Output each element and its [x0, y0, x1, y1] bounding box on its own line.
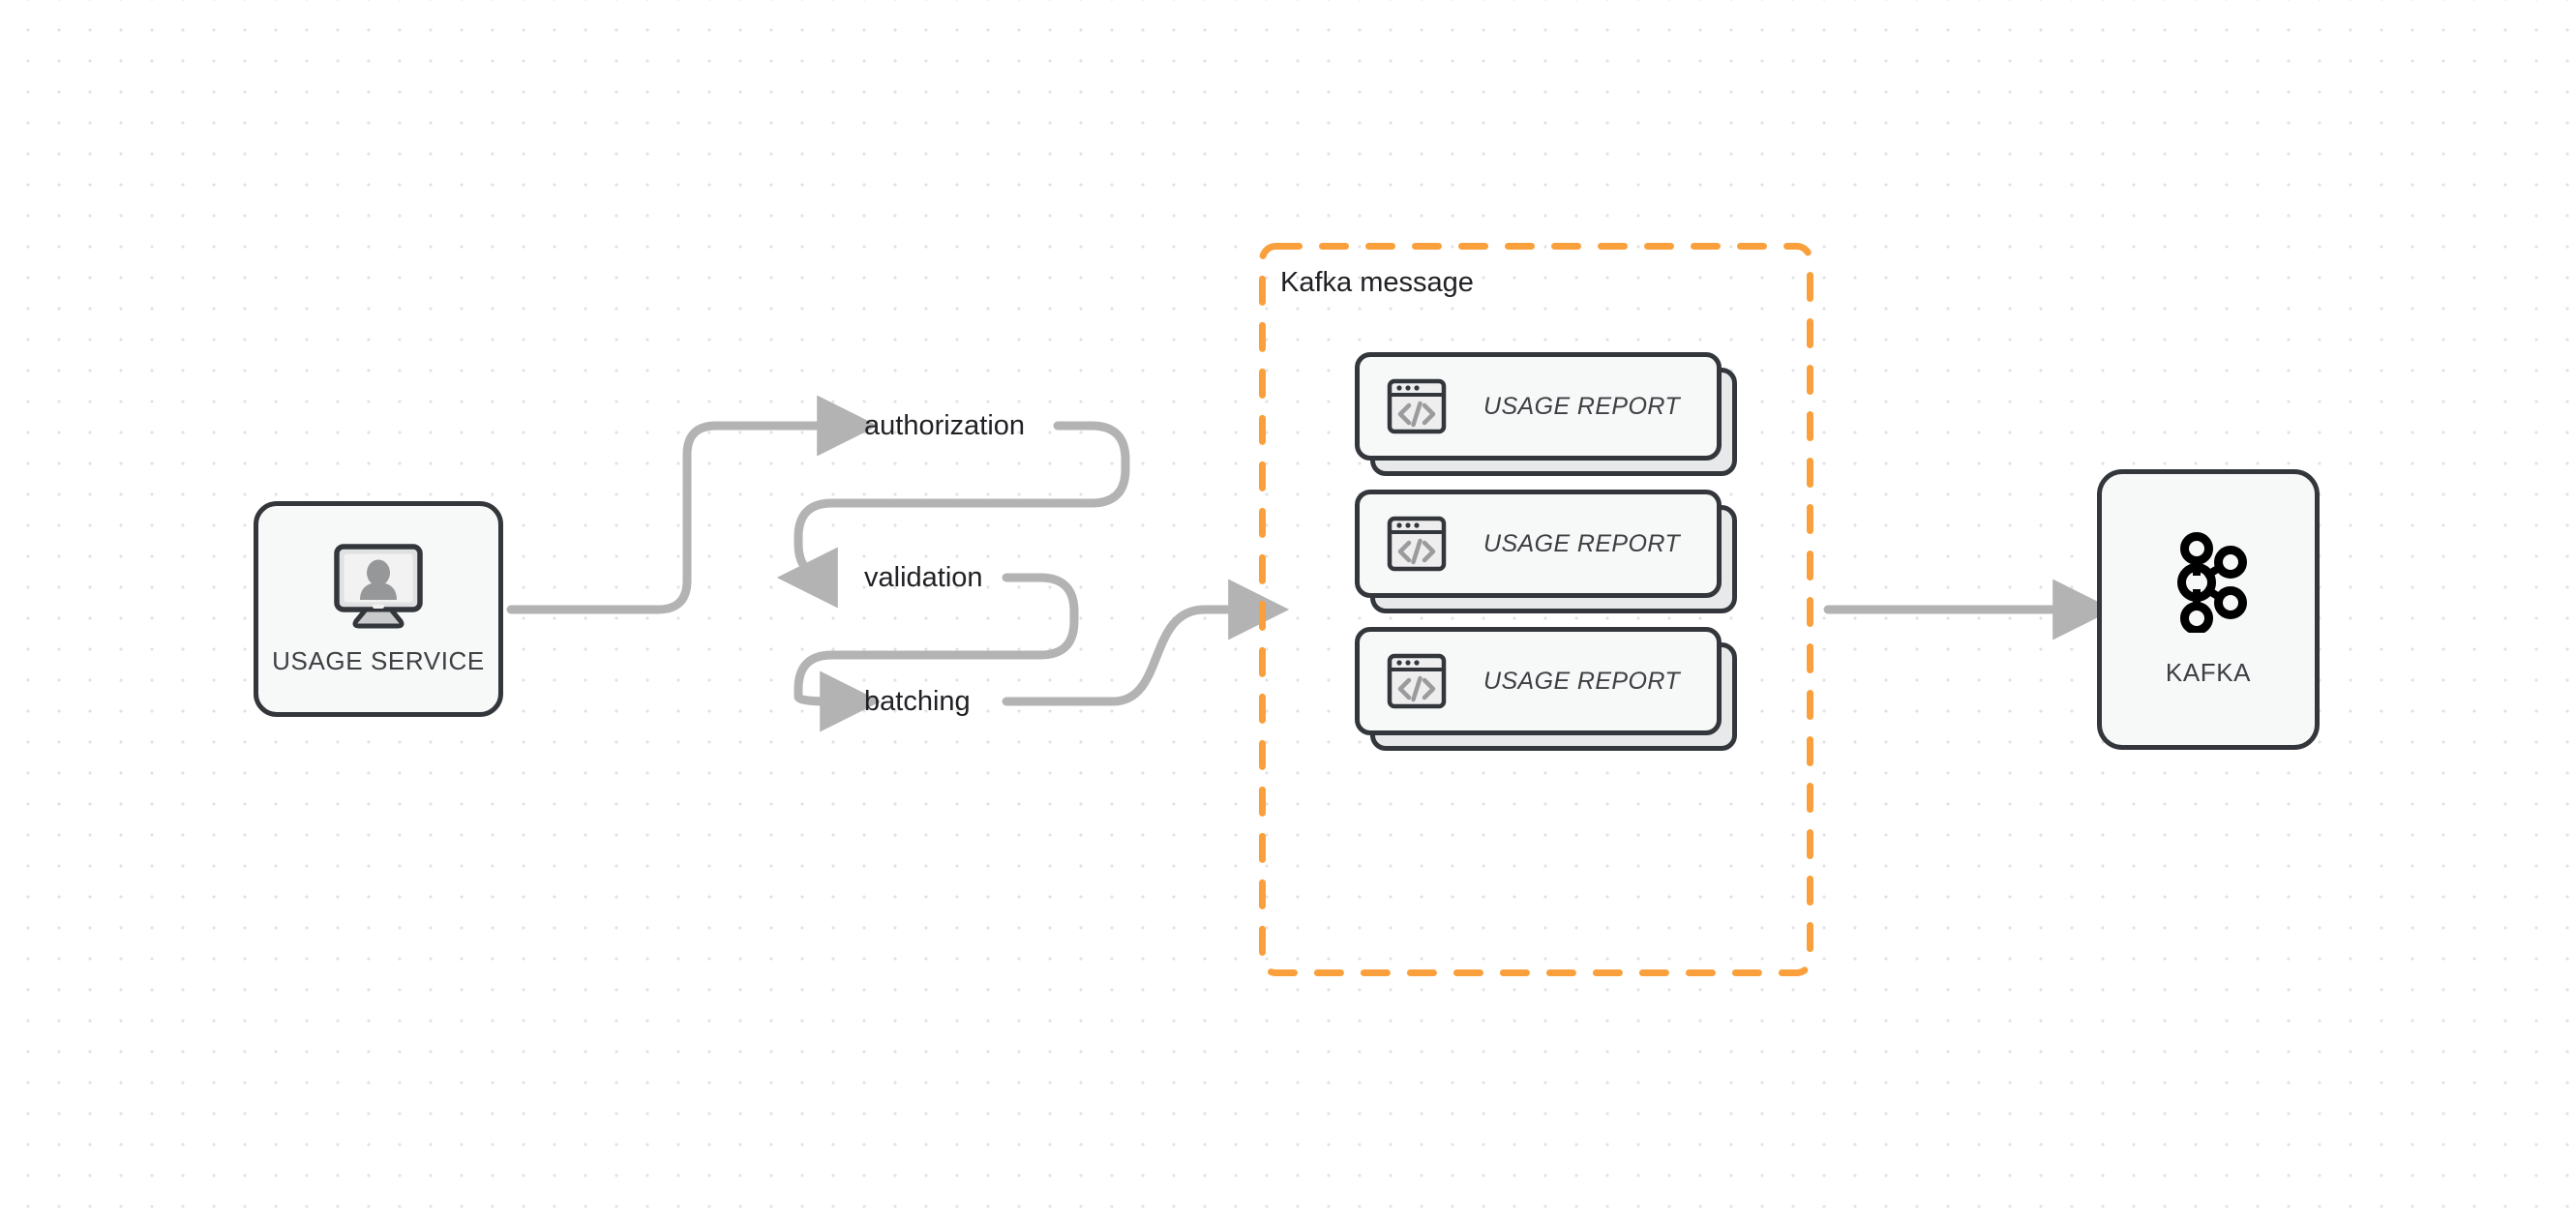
usage-report-card[interactable]: USAGE REPORT [1355, 352, 1737, 476]
node-usage-service-label: USAGE SERVICE [272, 646, 485, 675]
edge-batching-to-kafka-message [1002, 579, 1290, 706]
usage-report-card-front[interactable]: USAGE REPORT [1355, 352, 1722, 461]
node-usage-service[interactable]: USAGE SERVICE [254, 501, 503, 717]
usage-report-card[interactable]: USAGE REPORT [1355, 627, 1737, 751]
edge-authorization-to-validation [776, 421, 1130, 609]
pipeline-step-batching[interactable]: batching [864, 686, 971, 717]
kafka-logo-icon [2167, 531, 2250, 633]
pipeline-step-validation[interactable]: validation [864, 562, 983, 593]
code-window-icon [1360, 653, 1447, 709]
code-window-icon [1360, 516, 1447, 572]
usage-report-card-label: USAGE REPORT [1483, 667, 1680, 695]
usage-report-card-front[interactable]: USAGE REPORT [1355, 490, 1722, 598]
edge-validation-to-batching [794, 573, 1079, 732]
code-window-icon [1360, 378, 1447, 434]
usage-report-card-label: USAGE REPORT [1483, 529, 1680, 557]
node-kafka-label: KAFKA [2165, 657, 2252, 687]
group-kafka-message[interactable]: Kafka message USAGE REP [1259, 243, 1813, 976]
group-kafka-message-title: Kafka message [1280, 267, 1474, 298]
edge-usage-service-to-authorization [506, 395, 879, 614]
monitor-user-icon [331, 542, 426, 631]
usage-report-card[interactable]: USAGE REPORT [1355, 490, 1737, 613]
pipeline-step-authorization[interactable]: authorization [864, 410, 1026, 441]
usage-report-card-label: USAGE REPORT [1483, 392, 1680, 420]
usage-report-card-front[interactable]: USAGE REPORT [1355, 627, 1722, 735]
group-dashed-border [1259, 243, 1813, 976]
node-kafka[interactable]: KAFKA [2097, 469, 2320, 750]
